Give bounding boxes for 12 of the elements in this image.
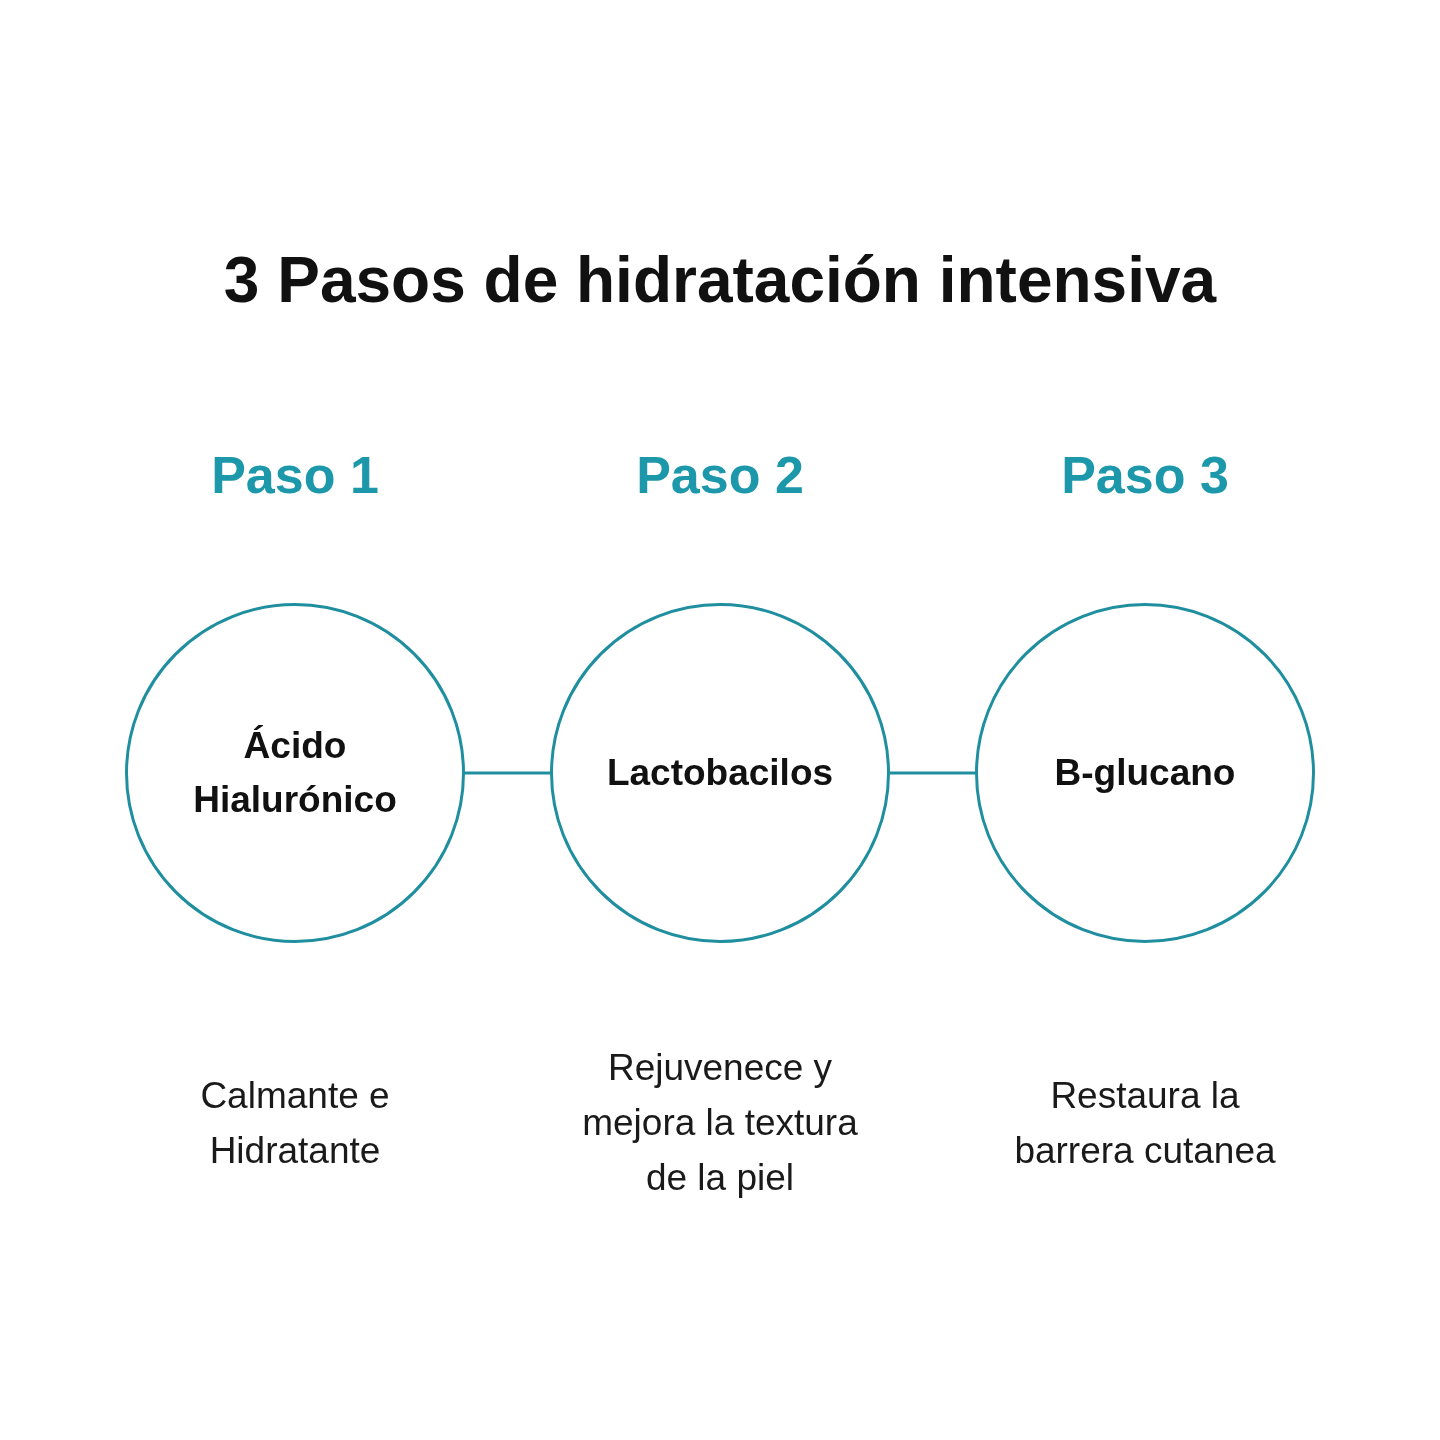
ingredient-name: Lactobacilos [605, 751, 835, 795]
step-description: Rejuvenece y mejora la textura de la piel [581, 1046, 859, 1200]
title: 3 Pasos de hidratación intensiva [223, 243, 1217, 318]
step-heading: Paso 3 [1061, 445, 1229, 506]
ingredient-name: B-glucano [1053, 751, 1237, 795]
ingredient-name: Ácido Hialurónico [192, 724, 398, 822]
step-heading: Paso 2 [636, 445, 804, 506]
step-description: Calmante e Hidratante [199, 1073, 391, 1173]
connector-line [465, 771, 550, 775]
connector-line [890, 771, 975, 775]
step-heading: Paso 1 [211, 445, 379, 506]
step-description: Restaura la barrera cutanea [1013, 1073, 1277, 1173]
